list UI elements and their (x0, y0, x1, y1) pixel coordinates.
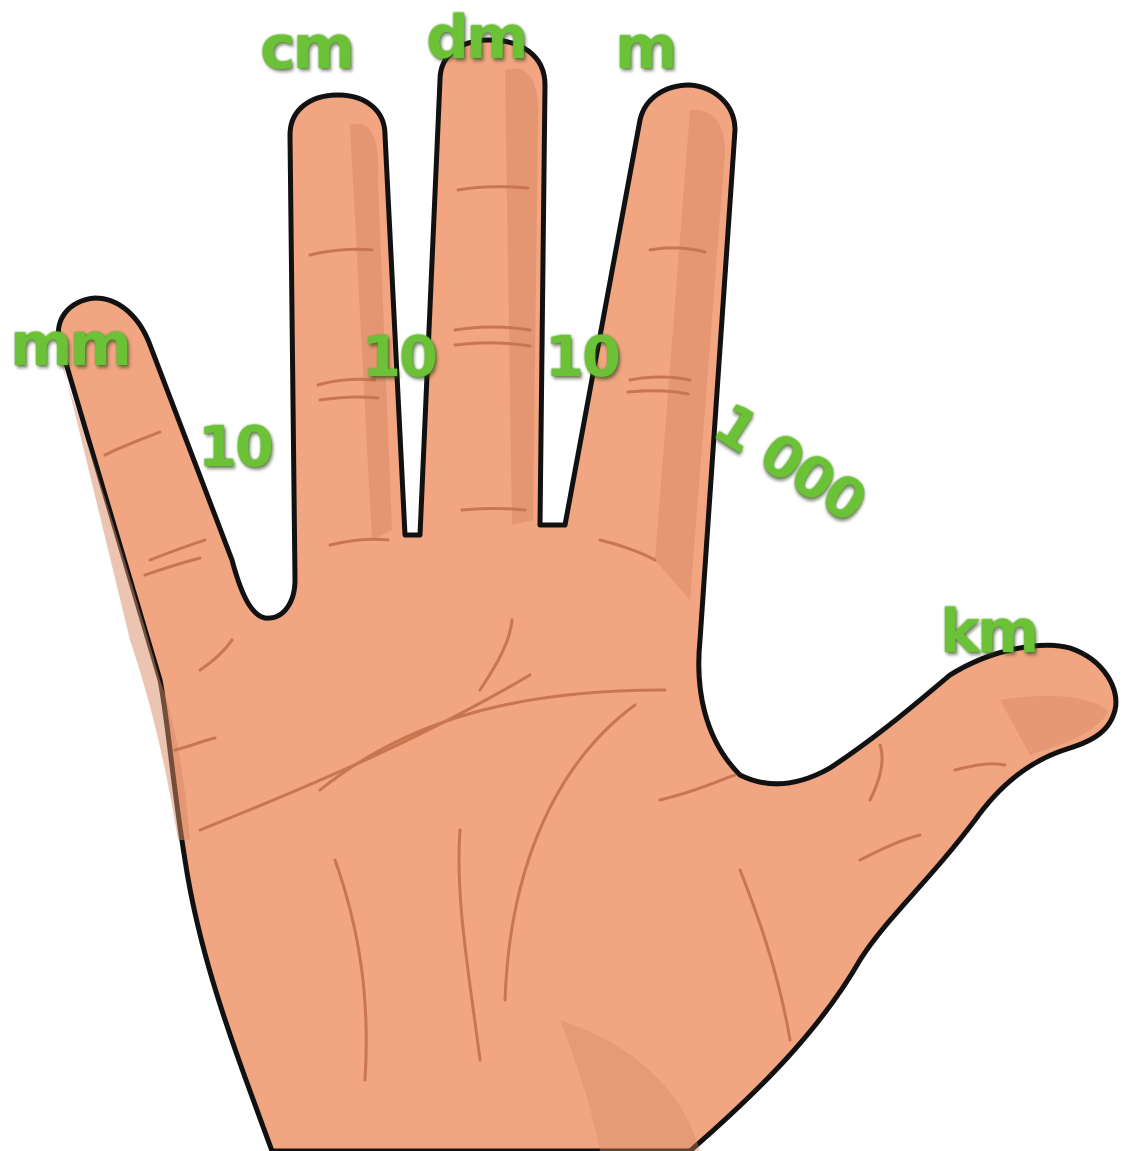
unit-label-mm: mm (10, 315, 129, 375)
factor-label-dm-m: 10 (545, 330, 619, 386)
unit-label-km: km (940, 602, 1036, 662)
unit-label-dm: dm (426, 8, 525, 68)
unit-label-cm: cm (260, 18, 352, 78)
factor-label-mm-cm: 10 (198, 420, 272, 476)
unit-label-m: m (615, 18, 675, 78)
factor-label-cm-dm: 10 (362, 330, 436, 386)
hand-outline (58, 40, 1116, 1151)
